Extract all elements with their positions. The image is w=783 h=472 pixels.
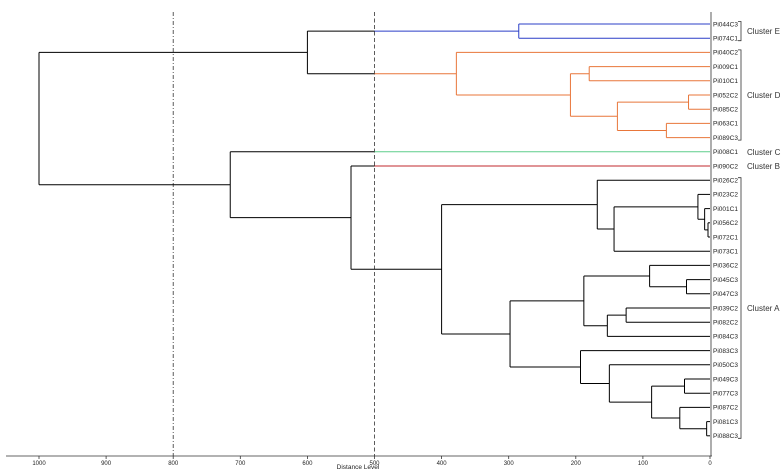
cluster-label: Cluster A xyxy=(747,304,780,313)
cluster-bracket xyxy=(738,49,742,141)
x-tick-label: 700 xyxy=(235,461,246,467)
leaf-label: Pi083C3 xyxy=(713,348,738,355)
x-tick-label: 900 xyxy=(101,461,112,467)
leaf-label: Pi009C1 xyxy=(713,64,738,71)
leaf-label: Pi088C3 xyxy=(713,433,738,440)
cluster-bracket xyxy=(738,21,742,42)
x-tick-label: 100 xyxy=(638,461,649,467)
leaf-label: Pi008C1 xyxy=(713,149,738,156)
x-tick-label: 600 xyxy=(302,461,313,467)
cluster-brackets: Cluster E Cluster D Cluster C Cluster B Clus… xyxy=(738,21,781,439)
leaf-label: Pi063C1 xyxy=(713,121,738,128)
x-tick-label: 0 xyxy=(708,461,712,467)
cluster-label: Cluster E xyxy=(747,27,780,36)
leaf-label: Pi036C2 xyxy=(713,263,738,270)
leaf-label: Pi072C1 xyxy=(713,234,738,241)
leaf-label: Pi056C2 xyxy=(713,220,738,227)
leaf-label: Pi081C3 xyxy=(713,419,738,426)
leaf-label: Pi082C2 xyxy=(713,320,738,327)
leaf-label: Pi045C3 xyxy=(713,277,738,284)
leaf-label: Pi044C3 xyxy=(713,21,738,28)
leaf-label: Pi050C3 xyxy=(713,362,738,369)
leaf-label: Pi089C3 xyxy=(713,135,738,142)
x-tick-label: 800 xyxy=(168,461,179,467)
x-tick-label: 500 xyxy=(369,461,380,467)
cluster-bracket xyxy=(738,177,742,439)
leaf-label: Pi090C2 xyxy=(713,163,738,170)
leaf-label: Pi087C2 xyxy=(713,405,738,412)
leaf-label: Pi052C2 xyxy=(713,92,738,99)
x-tick-label: 300 xyxy=(504,461,515,467)
x-tick-label: 400 xyxy=(437,461,448,467)
leaf-label: Pi049C3 xyxy=(713,376,738,383)
dendrogram-links xyxy=(38,23,710,437)
x-tick-label: 1000 xyxy=(32,461,46,467)
leaf-label: Pi074C1 xyxy=(713,36,738,43)
x-tick-label: 200 xyxy=(571,461,582,467)
leaf-label: Pi077C3 xyxy=(713,391,738,398)
leaf-label: Pi010C1 xyxy=(713,78,738,85)
cluster-label: Cluster B xyxy=(747,162,780,171)
leaf-label: Pi023C2 xyxy=(713,192,738,199)
leaf-label: Pi073C1 xyxy=(713,249,738,256)
x-axis-label: Distance Level xyxy=(337,464,380,471)
leaf-label: Pi085C2 xyxy=(713,107,738,114)
leaf-label: Pi039C2 xyxy=(713,305,738,312)
leaf-label: Pi001C1 xyxy=(713,206,738,213)
cluster-label: Cluster D xyxy=(747,91,781,100)
leaf-label: Pi084C3 xyxy=(713,334,738,341)
leaf-labels: Pi044C3Pi074C1Pi040C2Pi009C1Pi010C1Pi052… xyxy=(713,21,738,440)
leaf-label: Pi040C2 xyxy=(713,50,738,57)
cut-lines xyxy=(172,12,375,456)
leaf-label: Pi026C2 xyxy=(713,178,738,185)
cluster-label: Cluster C xyxy=(747,148,781,157)
leaf-label: Pi047C3 xyxy=(713,291,738,298)
